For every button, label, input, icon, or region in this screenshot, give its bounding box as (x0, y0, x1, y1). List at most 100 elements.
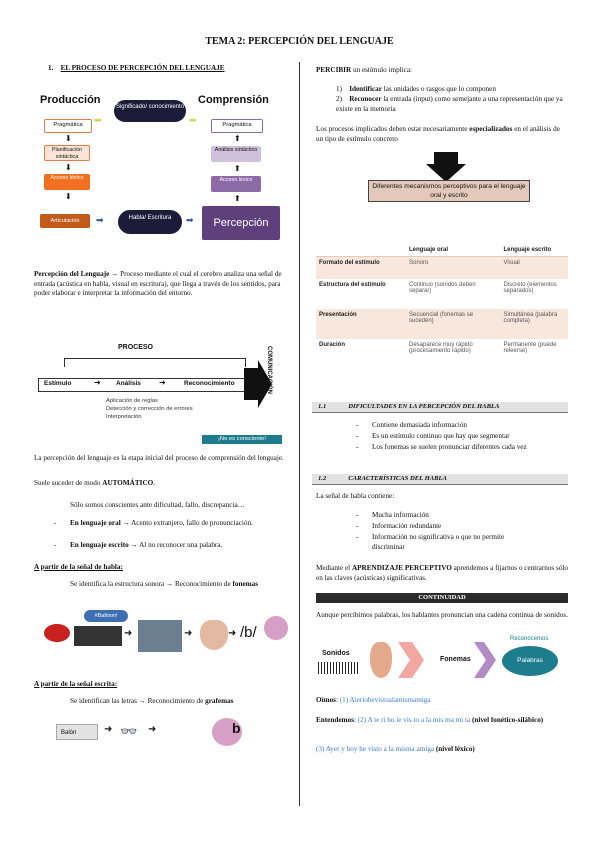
list-item: -Mucha información (356, 511, 429, 519)
habla-illustration: #Balloon! ➜ ➜ ➜ /b/ (44, 610, 288, 660)
phoneme-label: /b/ (240, 624, 257, 641)
reconocimiento-label: Reconocimiento (184, 380, 235, 387)
spectrogram (138, 620, 182, 652)
significado-node: Significado/ conocimiento (114, 100, 186, 122)
arrow-right: ➜ (159, 378, 166, 387)
articulacion-node: Articulación (40, 214, 90, 228)
cell-oral: Continuo (sonidos deben separar) (409, 281, 476, 294)
list-item: -Es un estímulo continuo que hay que seg… (356, 432, 510, 440)
list-item-2: 2) Reconocer la entrada (input) como sem… (336, 95, 563, 113)
word-card: Balón (56, 724, 98, 740)
arrow-up: ⬆ (234, 164, 241, 173)
arrow-right: ➜ (148, 724, 157, 735)
process-sub-1: Aplicación de reglas (106, 398, 158, 404)
escrita-illustration: Balón ➜ 👓 ➜ b (56, 716, 276, 756)
fonemas-label: Fonemas (440, 656, 471, 663)
habla-node: Habla/ Escritura (118, 210, 182, 234)
list-item: -Información redundante (356, 522, 442, 530)
diff-box: Diferentes mecanismos perceptivos para e… (368, 180, 530, 202)
list-item: -Contiene demasiada información (356, 421, 468, 429)
paragraph-2: Suele suceder de modo AUTOMÁTICO. (34, 479, 156, 487)
column-divider (299, 62, 300, 806)
chevron-arrow (474, 642, 496, 678)
sonidos-label: Sonidos (322, 650, 350, 657)
row-label: Formato del estímulo (319, 260, 380, 266)
continuidad-text: Aunque percibimos palabras, los hablante… (316, 611, 568, 619)
lexico-line: (3) Ayer y hoy he visto a la misma amiga… (316, 745, 475, 753)
waveform (318, 662, 358, 674)
planificacion-node: Planificación sintáctica (44, 145, 90, 161)
s12-intro: La señal de habla contiene: (316, 492, 395, 500)
cell-oral: Desaparece muy rápido (procesamiento ráp… (409, 341, 473, 354)
definition-paragraph: Percepción del Lenguaje → Proceso median… (34, 270, 282, 298)
arrow-right: ➡ (96, 215, 104, 225)
glasses-icon: 👓 (120, 725, 138, 740)
percepcion-node: Percepción (202, 206, 280, 240)
acceso-lexico-right: Acceso léxico (211, 176, 261, 192)
oimos-line: Oímos: (1) Aieriohevistoalamismamiga (316, 696, 431, 704)
palabras-node: Palabras (502, 646, 558, 676)
col-escrito: Lenguaje escrito (503, 247, 552, 253)
percibir-paragraph: PERCIBIR un estímulo implica: (316, 66, 413, 74)
arrow-down: ⬇ (65, 134, 72, 143)
produccion-label: Producción (40, 94, 101, 106)
big-arrow (244, 360, 272, 408)
arrow-right: ➜ (184, 628, 193, 639)
row-label: Presentación (319, 311, 357, 318)
bullet-escrito: -En lenguaje escrito → Al no reconocer u… (54, 541, 223, 549)
row-label: Estructura del estímulo (319, 281, 386, 288)
arrow-right: ➜ (228, 628, 237, 639)
list-item: -Los fonemas se suelen pronunciar difere… (356, 443, 527, 451)
list-item-1: 1) Identificar las unidades o rasgos que… (336, 85, 496, 93)
cell-oral: Secuencial (fonemas se suceden) (409, 311, 474, 324)
arrow-right: ➜ (104, 724, 113, 735)
entendemos-line: Entendemos: (2) A ie ri ho ie vis to a l… (316, 716, 544, 724)
down-arrow-graphic (426, 152, 466, 182)
ear-image (370, 642, 392, 678)
row-label: Duración (319, 341, 346, 348)
heading-habla: A partir de la señal de habla: (34, 563, 123, 571)
comparison-table: Lenguaje oral Lenguaje escrito Formato d… (316, 244, 568, 369)
arrow-right: ➡ (186, 215, 194, 225)
analisis-sintactico-node: Análisis sintáctico (211, 146, 261, 162)
bracket-line (64, 358, 246, 367)
col-oral: Lenguaje oral (409, 247, 449, 253)
escrita-text: Se identifican las letras → Reconocimien… (70, 697, 234, 705)
process-sub-3: Interpretación (106, 414, 142, 420)
proceso-label: PROCESO (118, 344, 154, 351)
arrow-right: ➜ (94, 378, 101, 387)
arrow-right: ➜ (124, 628, 133, 639)
ear-image (200, 620, 228, 650)
arrow-left: ⬅ (94, 115, 102, 125)
analisis-label: Análisis (116, 380, 141, 387)
pragmatica-right: Pragmática (211, 119, 263, 133)
arrow-up: ⬆ (234, 134, 241, 143)
speech-bubble: #Balloon! (84, 610, 128, 622)
production-comprehension-diagram: Producción Comprensión Significado/ cono… (34, 90, 284, 250)
comunicacion-label: COMUNICACIÓN (266, 346, 272, 394)
continuity-diagram: Sonidos Fonemas Reconocemos Palabras (316, 636, 570, 686)
cell-escrito: Simultánea (palabra completa) (503, 311, 558, 324)
reconocemos-label: Reconocemos (510, 636, 549, 642)
bullet-oral: -En lenguaje oral → Acento extranjero, f… (54, 519, 253, 527)
cell-escrito: Permanente (puede releerse) (503, 341, 557, 354)
section-1-heading: 1. EL PROCESO DE PERCEPCIÓN DEL LENGUAJE (48, 64, 225, 72)
sound-wave (74, 626, 122, 646)
heading-escrita: A partir de la señal escrita: (34, 680, 118, 688)
pragmatica-left: Pragmática (44, 119, 92, 133)
paragraph-3: Sólo somos conscientes ante dificultad, … (70, 501, 245, 509)
grapheme-letter: b (232, 720, 241, 736)
process-sub-2: Detección y corrección de errores (106, 406, 193, 412)
lips-image (44, 624, 70, 642)
aprendizaje-paragraph: Mediante el APRENDIZAJE PERCEPTIVO apren… (316, 564, 569, 582)
list-item: -Información no significativa o que no p… (356, 533, 505, 551)
cell-escrito: Discreto (elementos separados) (503, 281, 557, 294)
brain-image (212, 718, 242, 746)
habla-text: Se identifica la estructura sonora → Rec… (70, 580, 259, 588)
paragraph-1: La percepción del lenguaje es la etapa i… (34, 454, 284, 462)
continuidad-bar: CONTINUIDAD (316, 593, 568, 603)
chevron-arrow (398, 642, 424, 678)
arrow-down: ⬇ (65, 192, 72, 201)
